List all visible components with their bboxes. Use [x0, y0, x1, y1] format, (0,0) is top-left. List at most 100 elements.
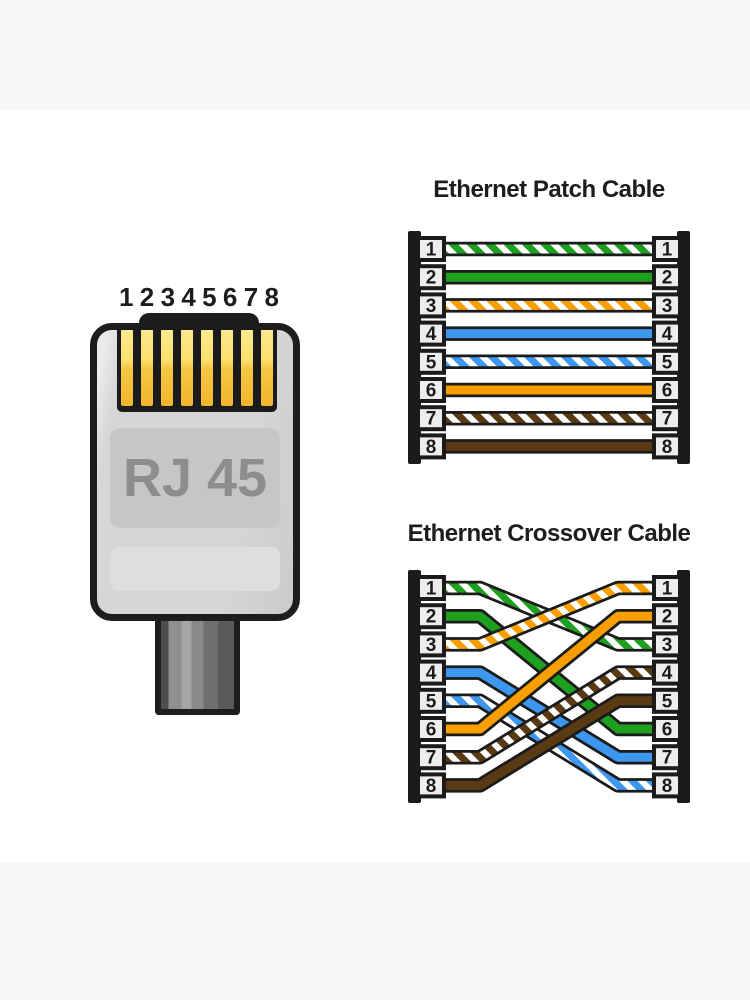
patch-cable-title: Ethernet Patch Cable — [433, 176, 665, 203]
pin-box-left — [416, 575, 446, 601]
pin-label-left: 7 — [426, 748, 437, 769]
pin-label-right: 7 — [662, 748, 673, 769]
patch-wires — [444, 241, 654, 454]
crossover-cable-title: Ethernet Crossover Cable — [407, 520, 691, 547]
pin-box-left — [416, 348, 446, 375]
pin-label-right: 7 — [662, 409, 673, 430]
rj45-gold-pins — [117, 330, 277, 412]
pin-label-left: 4 — [426, 324, 437, 345]
rj45-pin-number: 4 — [181, 281, 196, 312]
wire — [444, 608, 654, 737]
rj45-pin-number: 8 — [264, 281, 279, 312]
pin-label-right: 1 — [662, 579, 673, 600]
pin-box-left — [416, 377, 446, 403]
rj45-gold-pin — [201, 330, 213, 406]
pin-label-right: 8 — [662, 437, 673, 458]
pin-label-left: 6 — [426, 381, 437, 402]
rj45-pin-number: 6 — [222, 281, 238, 312]
rj45-label: RJ 45 — [110, 428, 280, 528]
rj45-pin-number-row: 1 2 3 4 5 6 7 8 — [117, 281, 281, 312]
pin-label-right: 4 — [662, 663, 673, 684]
pin-label-left: 1 — [426, 240, 437, 261]
pin-box-right — [652, 433, 682, 460]
rj45-gold-pin — [261, 330, 273, 406]
top-margin-band — [0, 0, 750, 110]
rj45-pin-number: 3 — [160, 281, 176, 312]
pin-label-right: 6 — [662, 720, 673, 741]
pin-box-right — [652, 575, 682, 601]
pin-box-right — [652, 292, 682, 319]
pin-label-left: 1 — [426, 579, 437, 600]
pin-label-left: 5 — [426, 691, 437, 712]
rj45-gold-pin — [221, 330, 233, 406]
wire — [444, 665, 654, 765]
rj45-pin-number: 1 — [119, 281, 134, 312]
pin-box-right — [652, 744, 682, 771]
pin-label-right: 4 — [662, 324, 673, 345]
pin-label-left: 2 — [426, 268, 437, 289]
rj45-lower-strip — [110, 547, 280, 591]
pin-box-left — [416, 603, 446, 630]
bottom-margin-band — [0, 863, 750, 1000]
pin-label-right: 5 — [662, 352, 673, 373]
pin-box-right — [652, 236, 682, 262]
pin-box-left — [416, 716, 446, 742]
pin-box-right — [652, 631, 682, 658]
wire — [444, 580, 654, 652]
pin-label-right: 2 — [662, 268, 673, 289]
pin-box-left — [416, 320, 446, 347]
pin-box-left — [416, 659, 446, 686]
pin-box-left — [416, 772, 446, 799]
pin-box-left — [416, 292, 446, 319]
pin-box-left — [416, 236, 446, 262]
pin-label-left: 3 — [426, 635, 437, 656]
rj45-connector-illustration: 1 2 3 4 5 6 7 8 RJ 45 — [90, 281, 300, 715]
pin-box-right — [652, 348, 682, 375]
rj45-gold-pin — [141, 330, 153, 406]
pin-label-right: 2 — [662, 607, 673, 628]
pin-label-right: 8 — [662, 776, 673, 797]
pin-label-left: 8 — [426, 776, 437, 797]
wire — [444, 693, 654, 793]
rj45-gold-pin — [121, 330, 133, 406]
rj45-body: RJ 45 — [90, 323, 300, 621]
rj45-pin-number: 2 — [139, 281, 155, 312]
crossover-cable-diagram: 1 2 3 4 5 6 7 8 1 2 3 4 5 6 7 8 — [408, 570, 690, 803]
pin-box-right — [652, 603, 682, 630]
pin-box-right — [652, 320, 682, 347]
pin-box-right — [652, 405, 682, 432]
pin-box-left — [416, 405, 446, 432]
pin-box-right — [652, 772, 682, 799]
pin-box-left — [416, 264, 446, 291]
pin-label-left: 3 — [426, 296, 437, 317]
pin-box-right — [652, 659, 682, 686]
pin-label-right: 3 — [662, 296, 673, 317]
crossover-wires — [444, 580, 654, 793]
pin-label-right: 1 — [662, 240, 673, 261]
pin-label-left: 2 — [426, 607, 437, 628]
rj45-gold-pin — [181, 330, 193, 406]
pin-label-left: 6 — [426, 720, 437, 741]
pin-box-right — [652, 687, 682, 714]
pin-label-right: 5 — [662, 691, 673, 712]
crossover-svg: 1 2 3 4 5 6 7 8 1 2 3 4 5 6 7 8 — [408, 570, 690, 803]
rj45-pin-number: 7 — [243, 281, 259, 312]
pin-label-right: 6 — [662, 381, 673, 402]
pin-box-left — [416, 687, 446, 714]
pin-box-left — [416, 744, 446, 771]
pin-box-right — [652, 264, 682, 291]
pin-box-left — [416, 433, 446, 460]
pin-label-left: 8 — [426, 437, 437, 458]
pin-box-left — [416, 631, 446, 658]
pin-label-left: 4 — [426, 663, 437, 684]
pin-box-right — [652, 716, 682, 742]
rj45-cable-stub — [155, 616, 240, 715]
pin-label-left: 7 — [426, 409, 437, 430]
pin-box-right — [652, 377, 682, 403]
rj45-gold-pin — [241, 330, 253, 406]
pin-label-right: 3 — [662, 635, 673, 656]
rj45-gold-pin — [161, 330, 173, 406]
